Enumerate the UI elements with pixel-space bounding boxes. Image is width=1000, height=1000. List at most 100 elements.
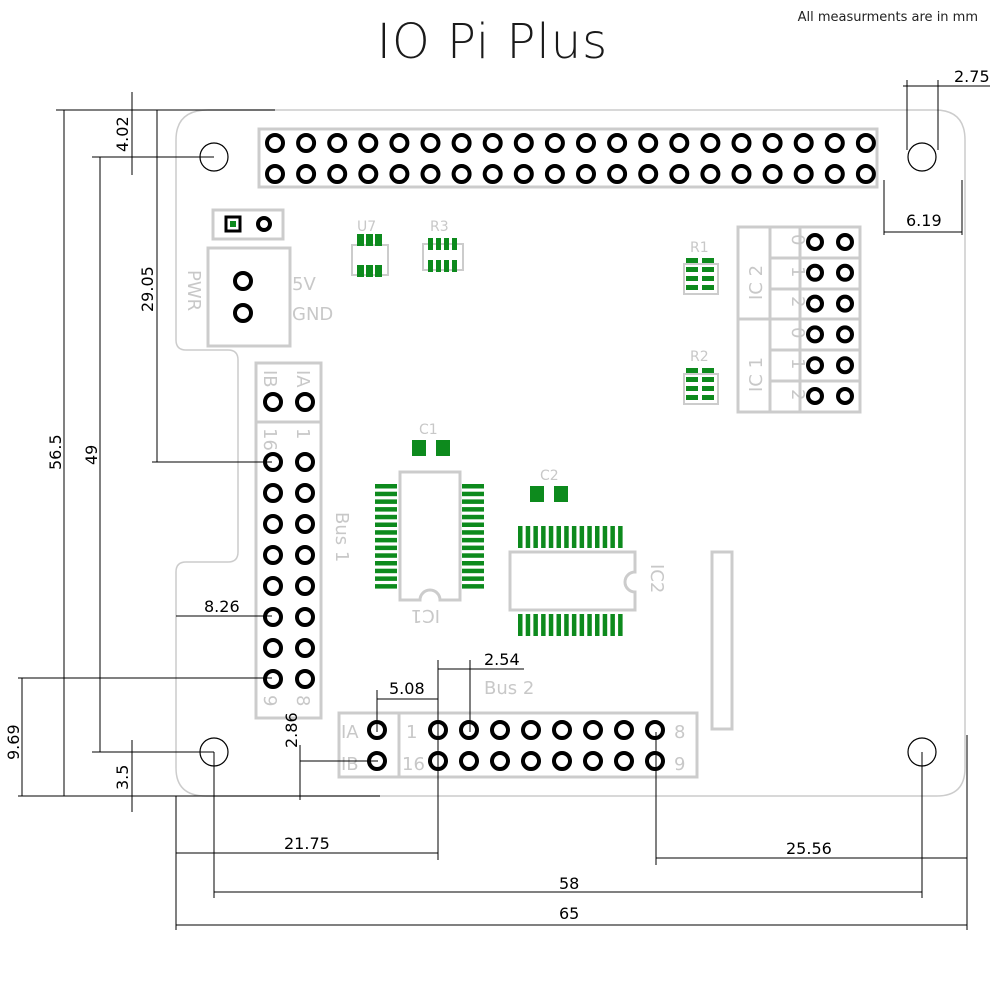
pwr-label: PWR [183, 270, 204, 311]
bus2-label: Bus 2 [484, 678, 534, 699]
gpio-pin [731, 133, 752, 153]
dim-65: 65 [176, 904, 967, 926]
ic1-pad [375, 561, 397, 566]
ic1-pad [462, 537, 484, 543]
addr-1a: 1 [787, 266, 808, 277]
gpio-pin [762, 133, 783, 153]
address-jumper-pin [806, 356, 824, 375]
ic2-pad [541, 614, 546, 636]
ic2-pad [610, 614, 615, 636]
ic2-pad [525, 526, 531, 548]
c2-pad-left [530, 486, 544, 502]
gpio-pin [855, 133, 876, 153]
dim-2-86: 2.86 [282, 712, 378, 800]
gpio-pin [824, 164, 845, 184]
gpio-pin [296, 133, 317, 153]
ic2-pads [518, 526, 623, 636]
ic1-pad [462, 584, 484, 589]
bus1-8-label: 8 [292, 695, 313, 706]
svg-text:49: 49 [82, 445, 101, 465]
ic2-label: IC2 [646, 564, 667, 593]
address-jumper-pin [836, 325, 854, 344]
bus2-pin [645, 751, 665, 771]
power-terminal-pin-5v [233, 271, 253, 291]
ic2-pad [564, 526, 569, 548]
bus2-1-label: 1 [406, 722, 417, 743]
bus1-pin [263, 607, 283, 627]
bus2-ia-label: IA [341, 722, 359, 743]
address-jumper-pin [836, 294, 854, 313]
gpio-pin [327, 133, 348, 153]
address-jumper-pin [836, 387, 854, 405]
bus1-ib-label: IB [259, 370, 280, 388]
dim-5-08: 5.08 [376, 679, 438, 732]
ic1-outline [398, 470, 462, 602]
dim-56-5: 56.5 [46, 109, 132, 796]
address-jumper-pin [806, 325, 824, 344]
ic1-pad [462, 499, 484, 504]
dim-49: 49 [82, 157, 214, 753]
address-jumper-pin [836, 233, 854, 251]
u7-pads [357, 234, 382, 277]
ic2-pad [533, 614, 538, 636]
power-terminal-outline [206, 246, 292, 348]
gpio-pin [669, 133, 690, 153]
bus2-connector-outline [337, 711, 699, 779]
svg-text:2.86: 2.86 [282, 712, 301, 748]
ic2-pad [602, 614, 608, 636]
ic1-pad [462, 514, 484, 520]
dim-8-26: 8.26 [176, 597, 272, 617]
bus1-pin [263, 392, 283, 412]
bus1-connector-outline [254, 361, 323, 720]
ic2-pad [525, 614, 531, 636]
bus1-pin [263, 514, 283, 534]
bus2-8-label: 8 [674, 722, 685, 743]
gpio-header-pins [265, 133, 876, 184]
bus2-pin [490, 720, 510, 740]
ic2-pad [587, 526, 592, 548]
mounting-hole-top-right [907, 142, 937, 172]
bus1-pins [263, 392, 315, 689]
c1-pad-left [412, 440, 426, 456]
svg-text:65: 65 [559, 904, 579, 923]
ic1-pad [375, 499, 397, 504]
addr-0b: 0 [787, 327, 808, 338]
ic2-pad [548, 526, 554, 548]
bus1-pin [295, 483, 315, 503]
bus2-16-label: 16 [402, 754, 425, 775]
gpio-pin [576, 133, 596, 153]
dim-9-69: 9.69 [4, 677, 380, 797]
ic2-pad [595, 526, 600, 548]
bus2-pin [552, 720, 572, 740]
address-jumper-pin [836, 263, 854, 282]
ic2-pad [579, 526, 585, 548]
gpio-pin [700, 133, 721, 153]
bus1-pin [263, 483, 283, 503]
ic2-pad [533, 526, 538, 548]
c2-pad-right [554, 486, 568, 502]
ic1-label: IC1 [411, 605, 440, 626]
bus2-pin [583, 720, 603, 740]
gpio-pin [265, 133, 285, 153]
power-jumper-pin [256, 216, 272, 232]
gpio-pin [576, 164, 596, 184]
gpio-pin [793, 133, 814, 153]
ic2-pad [541, 526, 546, 548]
ic1-pad [375, 576, 397, 581]
ic1-pad [375, 537, 397, 543]
svg-text:9.69: 9.69 [4, 724, 23, 760]
ic2-address-label: IC 2 [746, 265, 767, 300]
gpio-pin [358, 133, 379, 153]
dim-4-02: 4.02 [92, 92, 275, 175]
ic2-pad [595, 614, 600, 636]
ic1-pad [375, 545, 397, 551]
bus2-pin [583, 751, 603, 771]
ic1-pad [462, 553, 484, 558]
bus2-pins [367, 720, 665, 771]
bus1-pin [263, 669, 283, 689]
ic1-pad [375, 491, 397, 497]
addr-2b: 2 [787, 389, 808, 400]
bus1-ia-label: IA [292, 370, 313, 388]
bus2-pin [614, 720, 634, 740]
